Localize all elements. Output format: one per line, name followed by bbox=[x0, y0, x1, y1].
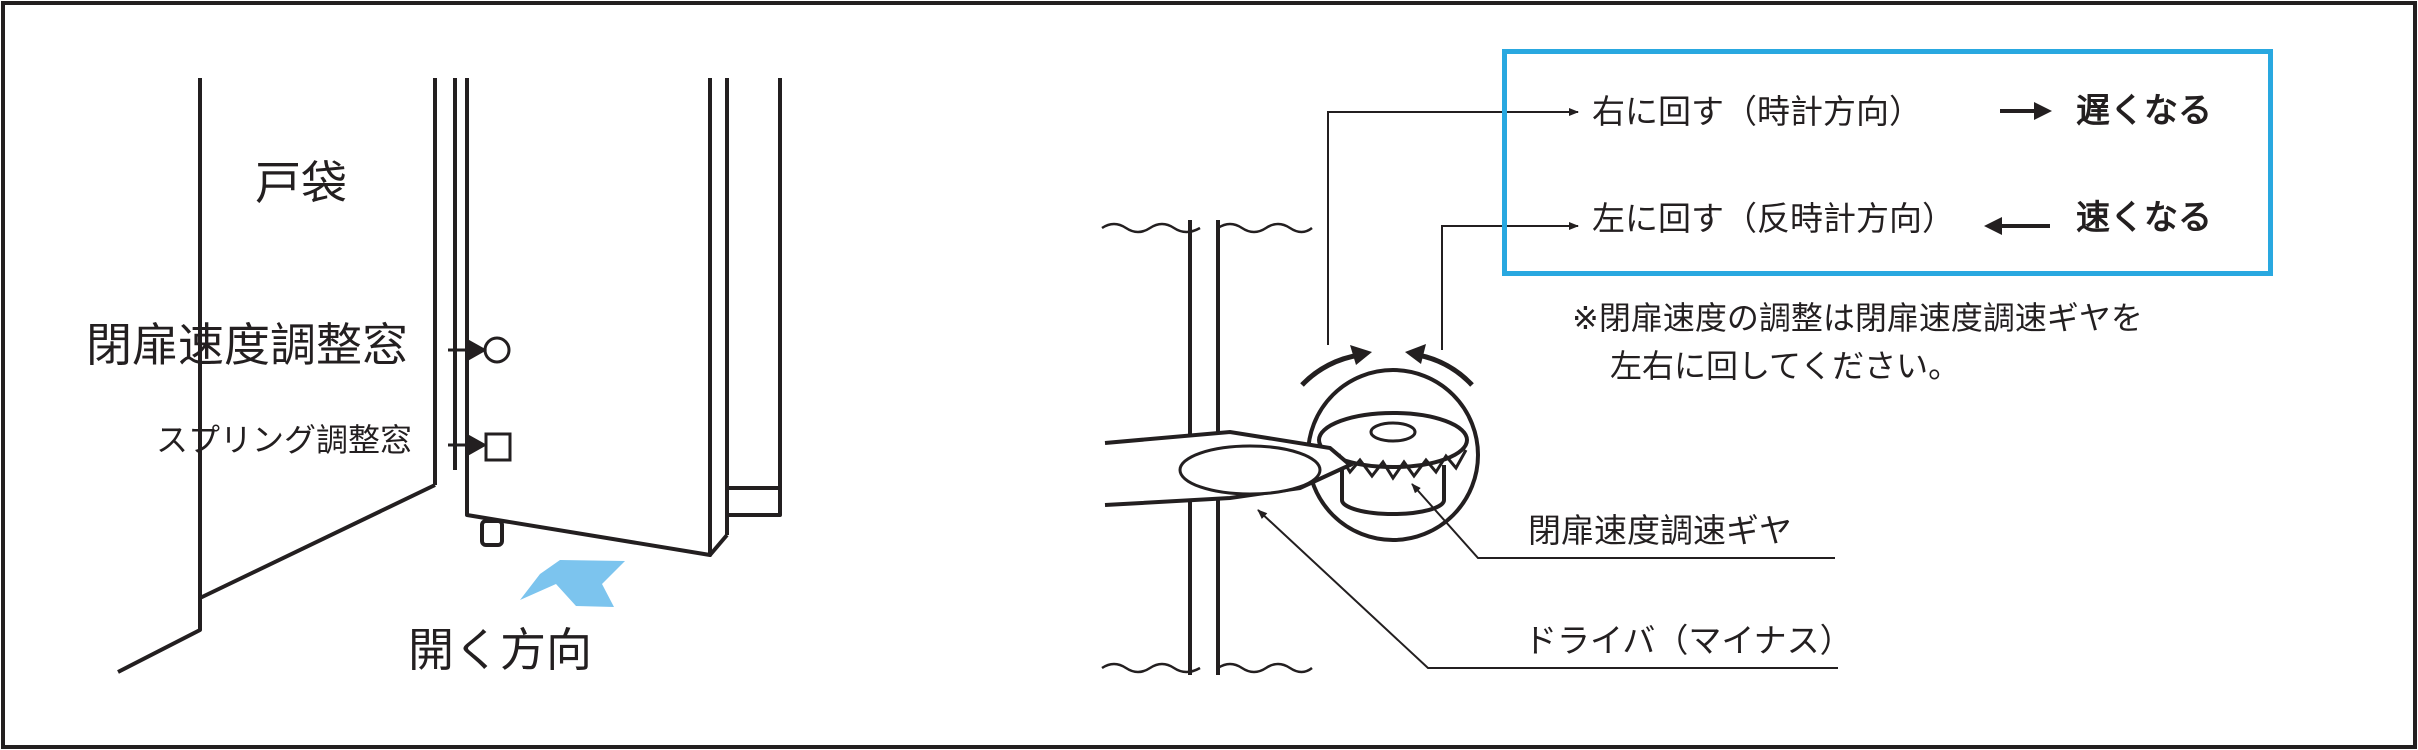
slower-result-text: 遅くなる bbox=[2076, 91, 2212, 131]
part-leader-lines bbox=[1257, 483, 1838, 669]
speed-window-circle bbox=[483, 336, 511, 364]
driver-label: ドライバ（マイナス） bbox=[1524, 621, 1853, 660]
spring-window-pointer bbox=[448, 433, 488, 457]
note-line-2: 左右に回してください。 bbox=[1610, 347, 1961, 385]
speed-window-label: 閉扉速度調整窓 bbox=[86, 318, 408, 372]
gear-label: 閉扉速度調速ギヤ bbox=[1528, 511, 1792, 550]
pocket-label: 戸袋 bbox=[255, 156, 347, 210]
open-direction-label: 開く方向 bbox=[408, 623, 592, 677]
speed-window-pointer bbox=[448, 338, 488, 362]
spring-window-label: スプリング調整窓 bbox=[156, 421, 413, 459]
info-leader-lines bbox=[1327, 108, 1579, 350]
rotate-right-text: 右に回す（時計方向） bbox=[1592, 92, 1922, 131]
rotate-left-arrowhead bbox=[1405, 344, 1426, 364]
faster-result-text: 速くなる bbox=[2076, 198, 2212, 238]
open-direction-arrow bbox=[520, 560, 625, 607]
door-pocket-drawing bbox=[117, 78, 782, 674]
result-arrows bbox=[1984, 102, 2052, 235]
note-line-1: ※閉扉速度の調整は閉扉速度調速ギヤを bbox=[1572, 299, 2143, 337]
rotate-right-arrowhead bbox=[1350, 345, 1372, 365]
gear-detail-drawing bbox=[1101, 220, 1480, 675]
spring-window-square bbox=[484, 432, 512, 462]
rotate-left-text: 左に回す（反時計方向） bbox=[1592, 199, 1955, 238]
rotation-info-box bbox=[1502, 49, 2273, 276]
